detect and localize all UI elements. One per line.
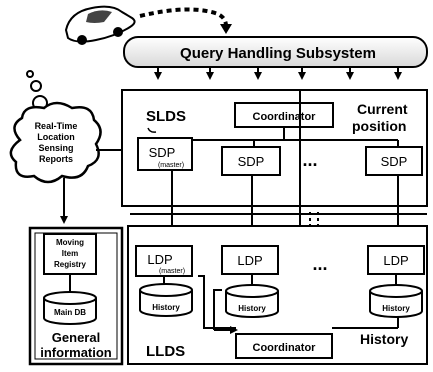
llds-label: LLDS (146, 343, 185, 360)
general-caption-line-1: General (52, 330, 100, 345)
llds-box: LLDS History LDP (master) LDP ... LDP Hi… (127, 213, 428, 365)
sdp-2: SDP (221, 146, 281, 176)
query-subsystem-label: Query Handling Subsystem (180, 45, 376, 62)
slds-coordinator-label: Coordinator (253, 111, 317, 123)
ldp-n: LDP (367, 245, 425, 275)
current-position-line-1: Current (357, 101, 408, 117)
thought-bubbles (26, 70, 48, 111)
slds-swoosh (147, 127, 157, 133)
car-to-query-arrow (139, 7, 232, 34)
slds-box: SLDS Coordinator Current position SDP (m… (121, 89, 428, 207)
ldp-2-label: LDP (237, 253, 262, 268)
query-handling-subsystem: Query Handling Subsystem (123, 36, 428, 68)
registry-line-1: Moving (56, 238, 84, 247)
ldp-master-label: LDP (147, 252, 172, 267)
ldp-2: LDP (221, 245, 279, 275)
moving-item-registry: Moving Item Registry (43, 233, 97, 275)
history-db-1: History (139, 283, 193, 317)
reports-line-3: Sensing (38, 143, 73, 153)
history-db-2: History (225, 284, 279, 318)
reports-line-4: Reports (39, 154, 73, 164)
slds-label: SLDS (146, 108, 186, 125)
sdp-n: SDP (365, 146, 423, 176)
main-db-label: Main DB (54, 308, 86, 317)
sdp-master-tag: (master) (158, 162, 184, 169)
llds-coordinator: Coordinator (235, 333, 333, 359)
history-db-1-label: History (152, 303, 180, 312)
llds-history-label: History (360, 331, 408, 347)
history-db-n: History (369, 284, 423, 318)
llds-ellipsis: ... (312, 254, 327, 274)
general-caption-line-2: information (40, 345, 112, 360)
query-arrows (154, 67, 402, 80)
registry-line-3: Registry (54, 260, 87, 269)
reports-line-2: Location (37, 132, 75, 142)
sdp-n-label: SDP (381, 154, 408, 169)
sdp-2-label: SDP (238, 154, 265, 169)
ldp-n-label: LDP (383, 253, 408, 268)
history-db-n-label: History (382, 304, 410, 313)
car-icon (64, 5, 136, 45)
sdp-master: SDP (master) (137, 137, 193, 171)
main-db: Main DB (43, 291, 97, 325)
ldp-master: LDP (master) (135, 245, 193, 277)
ldp-master-tag: (master) (159, 268, 185, 275)
llds-coordinator-label: Coordinator (253, 342, 317, 354)
general-info-box: Moving Item Registry Main DB General inf… (28, 226, 124, 366)
slds-coordinator: Coordinator (234, 102, 334, 128)
llds-coordinator-links (198, 275, 399, 334)
sdp-master-label: SDP (149, 145, 176, 160)
reports-bubble: Real-Time Location Sensing Reports (9, 101, 102, 184)
registry-line-2: Item (62, 249, 78, 258)
reports-line-1: Real-Time (35, 121, 78, 131)
slds-ellipsis: ... (302, 150, 317, 170)
history-db-2-label: History (238, 304, 266, 313)
current-position-line-2: position (352, 118, 406, 134)
ldp-db-links (163, 274, 397, 285)
